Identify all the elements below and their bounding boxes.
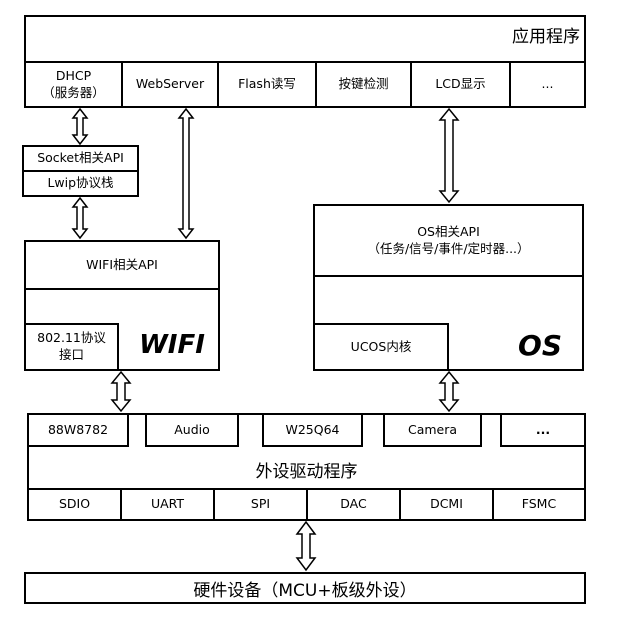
driver-bottom-dac: DAC bbox=[306, 488, 401, 521]
arrow-webserver-wifi bbox=[177, 107, 195, 240]
driver-bottom-uart: UART bbox=[120, 488, 215, 521]
driver-layer-title: 外设驱动程序 bbox=[255, 461, 358, 482]
arrow-lcd-os bbox=[438, 107, 460, 204]
wifi-logo: WIFI bbox=[139, 330, 205, 360]
driver-bottom-sdio: SDIO bbox=[27, 488, 122, 521]
app-cell-webserver: WebServer bbox=[121, 61, 219, 108]
arrow-os-driver bbox=[438, 370, 460, 413]
app-cell-flash: Flash读写 bbox=[217, 61, 317, 108]
wifi-api-box: WIFI相关API bbox=[24, 240, 220, 290]
hardware-layer bbox=[24, 572, 586, 604]
os-api-title: OS相关API bbox=[417, 223, 480, 239]
driver-bottom-dcmi: DCMI bbox=[399, 488, 494, 521]
app-cell-lcd: LCD显示 bbox=[410, 61, 511, 108]
arrow-dhcp-socket bbox=[71, 107, 89, 146]
app-cell-more: ... bbox=[509, 61, 586, 108]
driver-top-88w8782: 88W8782 bbox=[27, 413, 129, 447]
app-cell-key: 按键检测 bbox=[315, 61, 412, 108]
os-api-subtitle: （任务/信号/事件/定时器...） bbox=[367, 240, 530, 256]
arrow-lwip-wifi bbox=[71, 196, 89, 240]
app-cell-dhcp: DHCP （服务器） bbox=[24, 61, 123, 108]
ucos-kernel-box: UCOS内核 bbox=[313, 323, 449, 371]
arrow-wifi-driver bbox=[110, 370, 132, 413]
driver-top-w25q64: W25Q64 bbox=[262, 413, 363, 447]
hardware-layer-title: 硬件设备（MCU+板级外设） bbox=[193, 580, 417, 601]
arrow-driver-hardware bbox=[295, 520, 317, 572]
driver-bottom-spi: SPI bbox=[213, 488, 308, 521]
wifi-protocol-interface: 802.11协议 接口 bbox=[24, 323, 119, 371]
driver-bottom-fsmc: FSMC bbox=[492, 488, 586, 521]
driver-top-audio: Audio bbox=[145, 413, 239, 447]
os-api-box: OS相关API （任务/信号/事件/定时器...） bbox=[313, 204, 584, 277]
lwip-stack-box: Lwip协议栈 bbox=[22, 170, 139, 197]
application-layer-title: 应用程序 bbox=[512, 26, 580, 47]
driver-top-camera: Camera bbox=[383, 413, 482, 447]
os-logo: OS bbox=[518, 328, 562, 362]
socket-api-box: Socket相关API bbox=[22, 145, 139, 172]
driver-top-more: ... bbox=[500, 413, 586, 447]
